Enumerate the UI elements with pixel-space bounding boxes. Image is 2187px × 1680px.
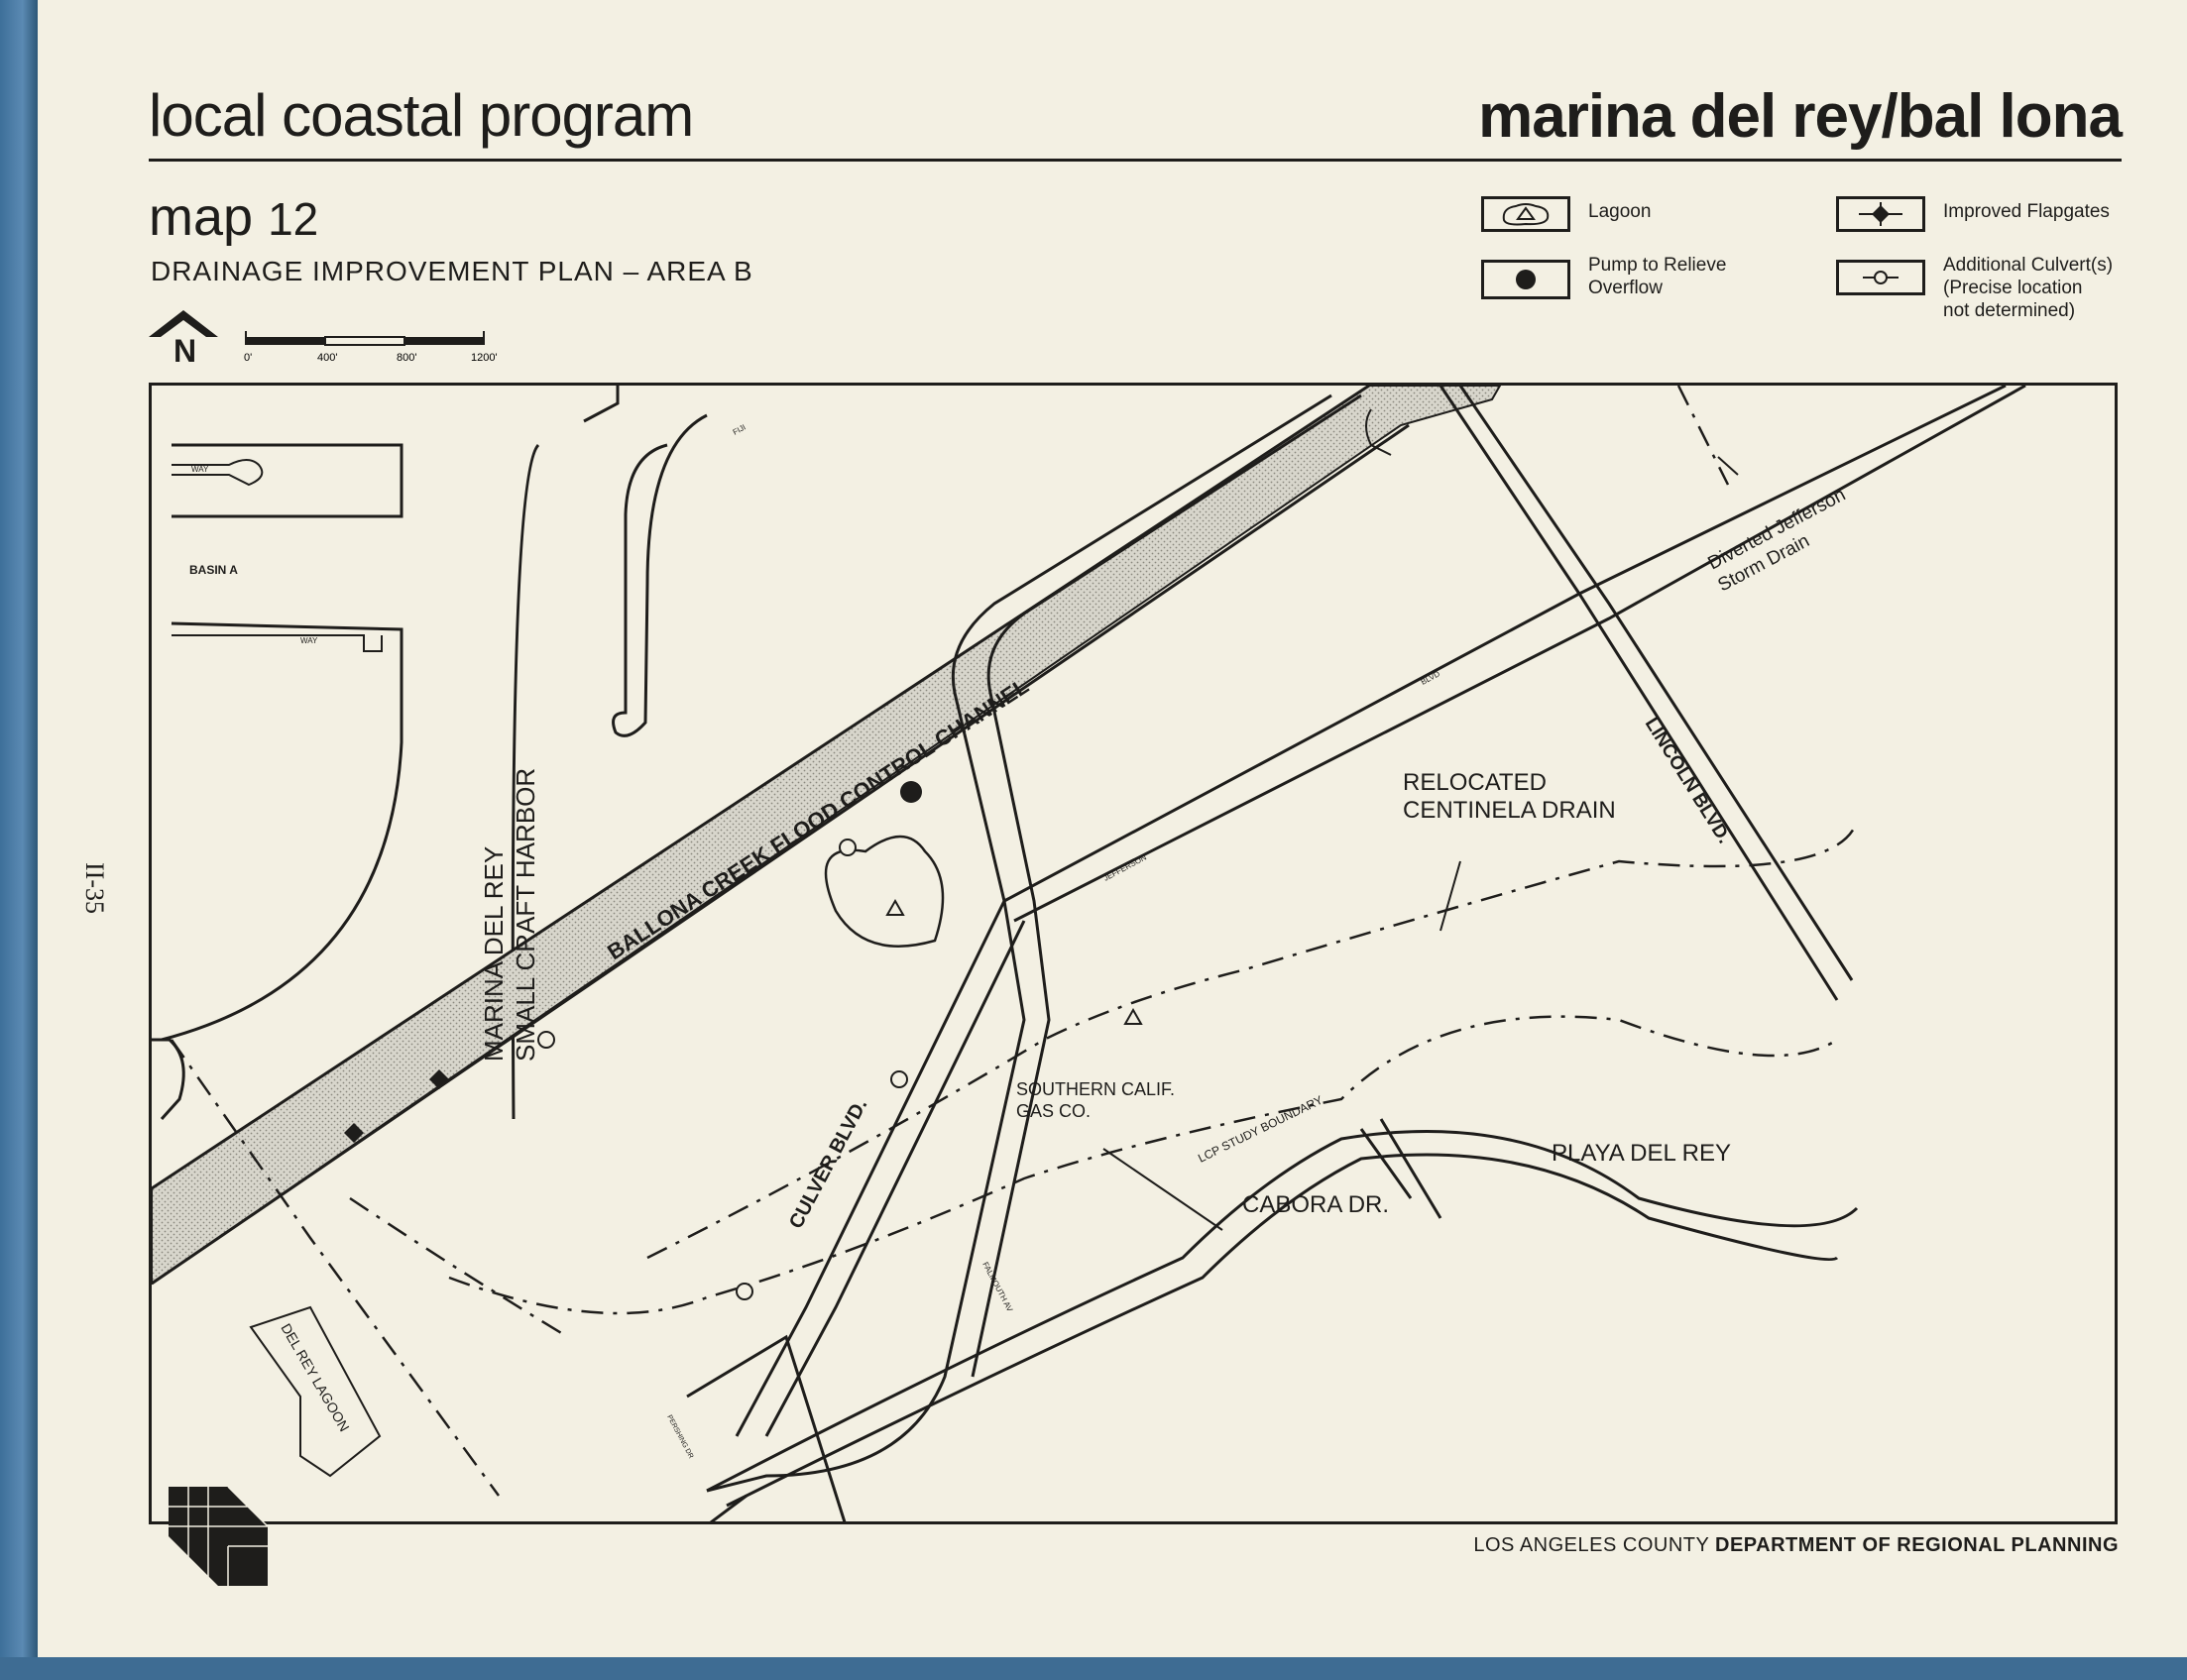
leader-lines bbox=[1102, 456, 1739, 1231]
channel-label: BALLONA CREEK FLOOD CONTROL CHANNEL bbox=[603, 673, 1033, 964]
legend-label: Pump to Relieve Overflow bbox=[1588, 255, 1727, 298]
north-letter: N bbox=[173, 333, 196, 367]
agency-footer: LOS ANGELES COUNTY DEPARTMENT OF REGIONA… bbox=[1473, 1534, 2119, 1557]
legend-item-culvert: Additional Culvert(s) (Precise location … bbox=[1836, 255, 2113, 322]
way-label: WAY bbox=[191, 465, 209, 474]
culver-label: CULVER BLVD. bbox=[785, 1095, 871, 1232]
harbor-label: MARINA DEL REY bbox=[479, 846, 509, 1062]
pump-icon bbox=[900, 781, 922, 803]
regional-planning-logo bbox=[169, 1487, 268, 1586]
scale-tick: 0' bbox=[244, 352, 252, 364]
additional-culvert-icon bbox=[1836, 260, 1925, 295]
del-rey-lagoon bbox=[249, 835, 945, 1478]
centinela-label: CENTINELA DRAIN bbox=[1403, 797, 1616, 824]
page-number: II-35 bbox=[80, 862, 109, 914]
scale-tick: 1200' bbox=[471, 352, 498, 364]
improved-flapgate-icon bbox=[1836, 196, 1925, 232]
scale-bar: 0' 400' 800' 1200' bbox=[244, 331, 498, 364]
street-label: FALMOUTH AV bbox=[980, 1261, 1014, 1314]
legend-item-flapgates: Improved Flapgates bbox=[1836, 196, 2110, 232]
street-label: BLVD bbox=[1420, 669, 1441, 687]
playa-del-rey-label: PLAYA DEL REY bbox=[1552, 1140, 1731, 1167]
study-boundary-label: LCP STUDY BOUNDARY bbox=[1196, 1093, 1324, 1166]
legend-item-pump: Pump to Relieve Overflow bbox=[1481, 255, 1726, 299]
map-title-prefix: map bbox=[149, 187, 254, 247]
improved-flapgate-icon bbox=[344, 1069, 449, 1143]
basin-label: BASIN A bbox=[189, 563, 238, 577]
north-arrow-and-scale: N 0' 400' 800' 1200' bbox=[149, 310, 498, 367]
roads bbox=[686, 386, 2026, 1521]
north-arrow-icon: N bbox=[149, 310, 218, 367]
legend-label: Lagoon bbox=[1588, 201, 1652, 222]
street-label: JEFFERSON bbox=[1102, 852, 1148, 882]
legend-label: Additional Culvert(s) (Precise location … bbox=[1943, 255, 2114, 321]
additional-culvert-icon bbox=[537, 839, 908, 1300]
scale-tick: 800' bbox=[397, 352, 416, 364]
document-page bbox=[38, 0, 2187, 1657]
map-number: 12 bbox=[268, 193, 319, 245]
street-label: FIJI bbox=[732, 423, 748, 437]
program-title: local coastal program bbox=[149, 82, 694, 149]
map-title: map 12 bbox=[149, 186, 318, 248]
drain-lines bbox=[170, 386, 1859, 1497]
scale-tick: 400' bbox=[317, 352, 337, 364]
centinela-label: RELOCATED bbox=[1403, 769, 1547, 796]
drainage-map: MARINA DEL REY SMALL CRAFT HARBOR BASIN … bbox=[152, 386, 2026, 1521]
cabora-label: CABORA DR. bbox=[1242, 1191, 1389, 1218]
legend-item-lagoon: Lagoon bbox=[1481, 196, 1651, 232]
lagoon-icon bbox=[1481, 196, 1570, 232]
street-label: PERSHING DR bbox=[665, 1414, 694, 1460]
agency-name: DEPARTMENT OF REGIONAL PLANNING bbox=[1715, 1534, 2119, 1556]
book-binding bbox=[0, 0, 38, 1680]
agency-prefix: LOS ANGELES COUNTY bbox=[1473, 1534, 1709, 1556]
harbor-label: SMALL CRAFT HARBOR bbox=[511, 768, 540, 1062]
way-label: WAY bbox=[300, 636, 318, 645]
lincoln-label: LINCOLN BLVD. bbox=[1641, 715, 1735, 847]
header-rule bbox=[149, 159, 2122, 162]
map-area: MARINA DEL REY SMALL CRAFT HARBOR BASIN … bbox=[149, 383, 2118, 1524]
map-subtitle: DRAINAGE IMPROVEMENT PLAN – AREA B bbox=[151, 256, 753, 286]
gas-company-label: SOUTHERN CALIF. bbox=[1016, 1079, 1175, 1099]
lagoon-label: DEL REY LAGOON bbox=[278, 1321, 352, 1434]
lagoon-icon bbox=[885, 898, 1143, 1025]
pump-icon bbox=[1481, 260, 1570, 299]
gas-company-label: GAS CO. bbox=[1016, 1101, 1091, 1121]
area-title: marina del rey/bal lona bbox=[1478, 82, 2123, 151]
legend-label: Improved Flapgates bbox=[1943, 201, 2110, 222]
book-edge bbox=[0, 1657, 2187, 1680]
ballona-creek-channel bbox=[152, 386, 1502, 1286]
